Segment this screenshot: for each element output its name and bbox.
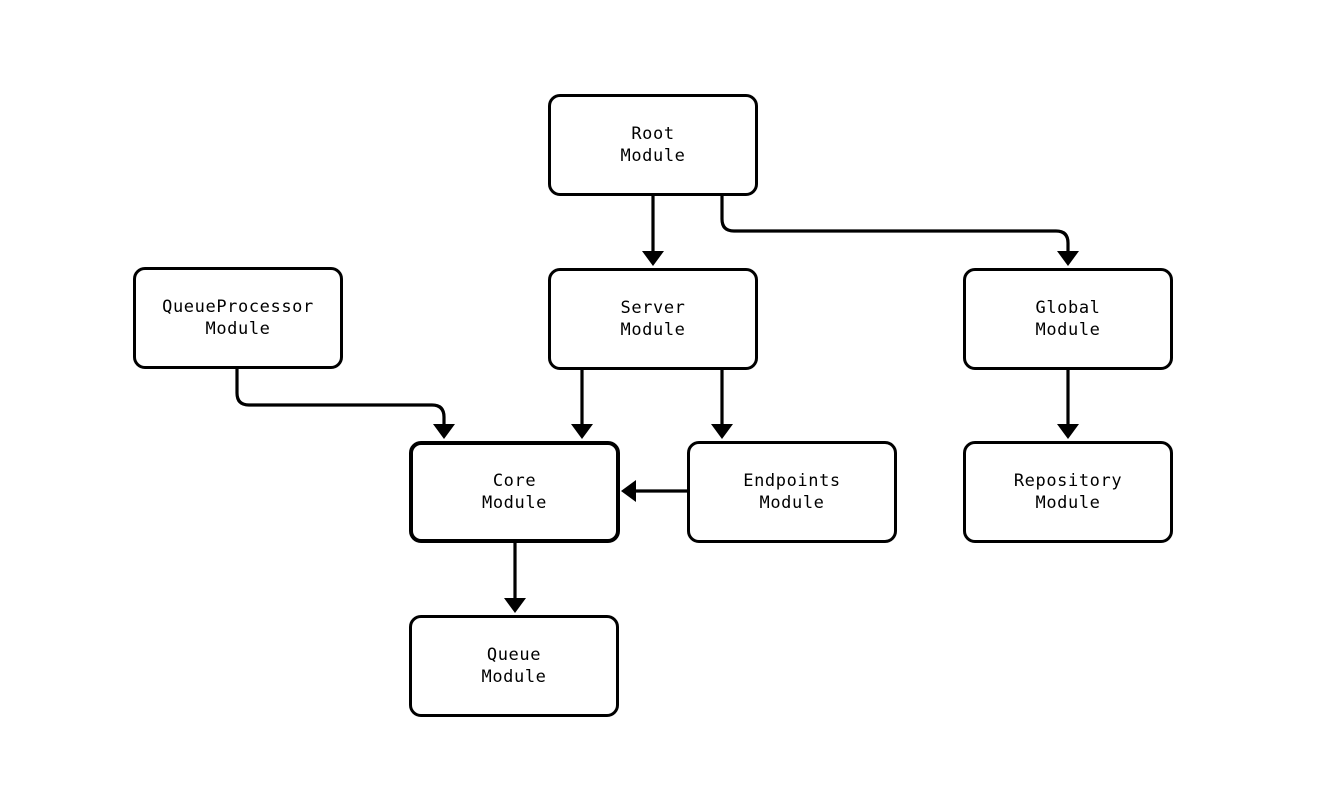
node-label-core: Core Module: [481, 471, 547, 513]
edge-endpoints-to-core: [621, 480, 687, 502]
node-label-queueprocessor: QueueProcessor Module: [162, 297, 314, 339]
node-root[interactable]: Root Module: [548, 94, 758, 196]
arrowhead-icon: [642, 251, 664, 266]
edge-core-to-queue: [504, 543, 526, 613]
arrowhead-icon: [433, 424, 455, 439]
node-label-global: Global Module: [1035, 298, 1101, 340]
node-label-endpoints: Endpoints Module: [743, 471, 841, 513]
edge-server-to-core: [571, 370, 593, 439]
arrowhead-icon: [1057, 424, 1079, 439]
edge-line: [720, 196, 1070, 252]
edge-global-to-repository: [1057, 370, 1079, 439]
node-endpoints[interactable]: Endpoints Module: [687, 441, 897, 543]
node-label-server: Server Module: [620, 298, 686, 340]
edge-root-to-server: [642, 196, 664, 266]
node-label-queue: Queue Module: [481, 645, 547, 687]
edge-line: [235, 369, 446, 425]
arrowhead-icon: [621, 480, 636, 502]
node-server[interactable]: Server Module: [548, 268, 758, 370]
node-core[interactable]: Core Module: [409, 441, 620, 543]
node-global[interactable]: Global Module: [963, 268, 1173, 370]
edge-server-to-endpoints: [711, 370, 733, 439]
node-queueprocessor[interactable]: QueueProcessor Module: [133, 267, 343, 369]
arrowhead-icon: [571, 424, 593, 439]
arrowhead-icon: [711, 424, 733, 439]
node-repository[interactable]: Repository Module: [963, 441, 1173, 543]
edge-queueprocessor-to-core: [235, 369, 455, 439]
node-label-repository: Repository Module: [1013, 471, 1123, 513]
edge-root-to-global: [720, 196, 1079, 266]
node-queue[interactable]: Queue Module: [409, 615, 619, 717]
arrowhead-icon: [1057, 251, 1079, 266]
node-label-root: Root Module: [620, 124, 686, 166]
arrowhead-icon: [504, 598, 526, 613]
